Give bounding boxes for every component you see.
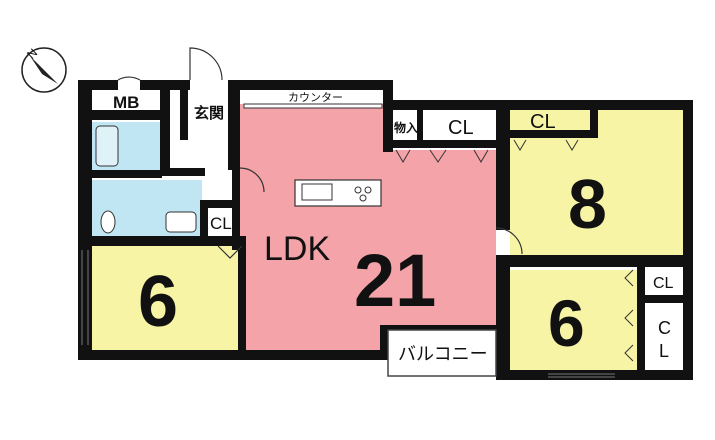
north-arrow-icon: N [21, 46, 67, 93]
closet-doors [395, 139, 634, 362]
windows [81, 250, 615, 378]
cl-top-label: CL [448, 117, 474, 139]
ldk-label: LDK [264, 230, 330, 268]
cl-bed8-label: CL [530, 111, 556, 133]
kitchen-unit [294, 179, 382, 207]
mb-label: MB [113, 93, 139, 112]
balcony-area [387, 329, 497, 377]
cl-right-lower-c: C [658, 318, 671, 338]
bedroom-6-right-floor [510, 270, 637, 370]
bedroom-8-floor [510, 108, 683, 255]
bed8-size: 8 [568, 165, 607, 243]
cl-small-left-label: CL [210, 214, 232, 233]
cl-right-lower-l: L [659, 341, 669, 361]
ldk-floor [240, 104, 496, 352]
bathtub [95, 125, 119, 167]
counter [243, 103, 383, 109]
bed6-left-size: 6 [138, 262, 178, 342]
monoire-label: 物入 [394, 120, 418, 135]
genkan-label: 玄関 [194, 104, 224, 122]
bedroom-6-left-floor [92, 246, 238, 350]
washbasin [165, 211, 197, 233]
counter-label: カウンター [288, 91, 343, 104]
bed6-right-size: 6 [548, 286, 585, 360]
balcony-label: バルコニー [398, 344, 488, 365]
ldk-size: 21 [354, 239, 436, 322]
toilet [100, 210, 116, 234]
doors [117, 47, 523, 259]
cl-right-upper-label: CL [653, 275, 674, 292]
